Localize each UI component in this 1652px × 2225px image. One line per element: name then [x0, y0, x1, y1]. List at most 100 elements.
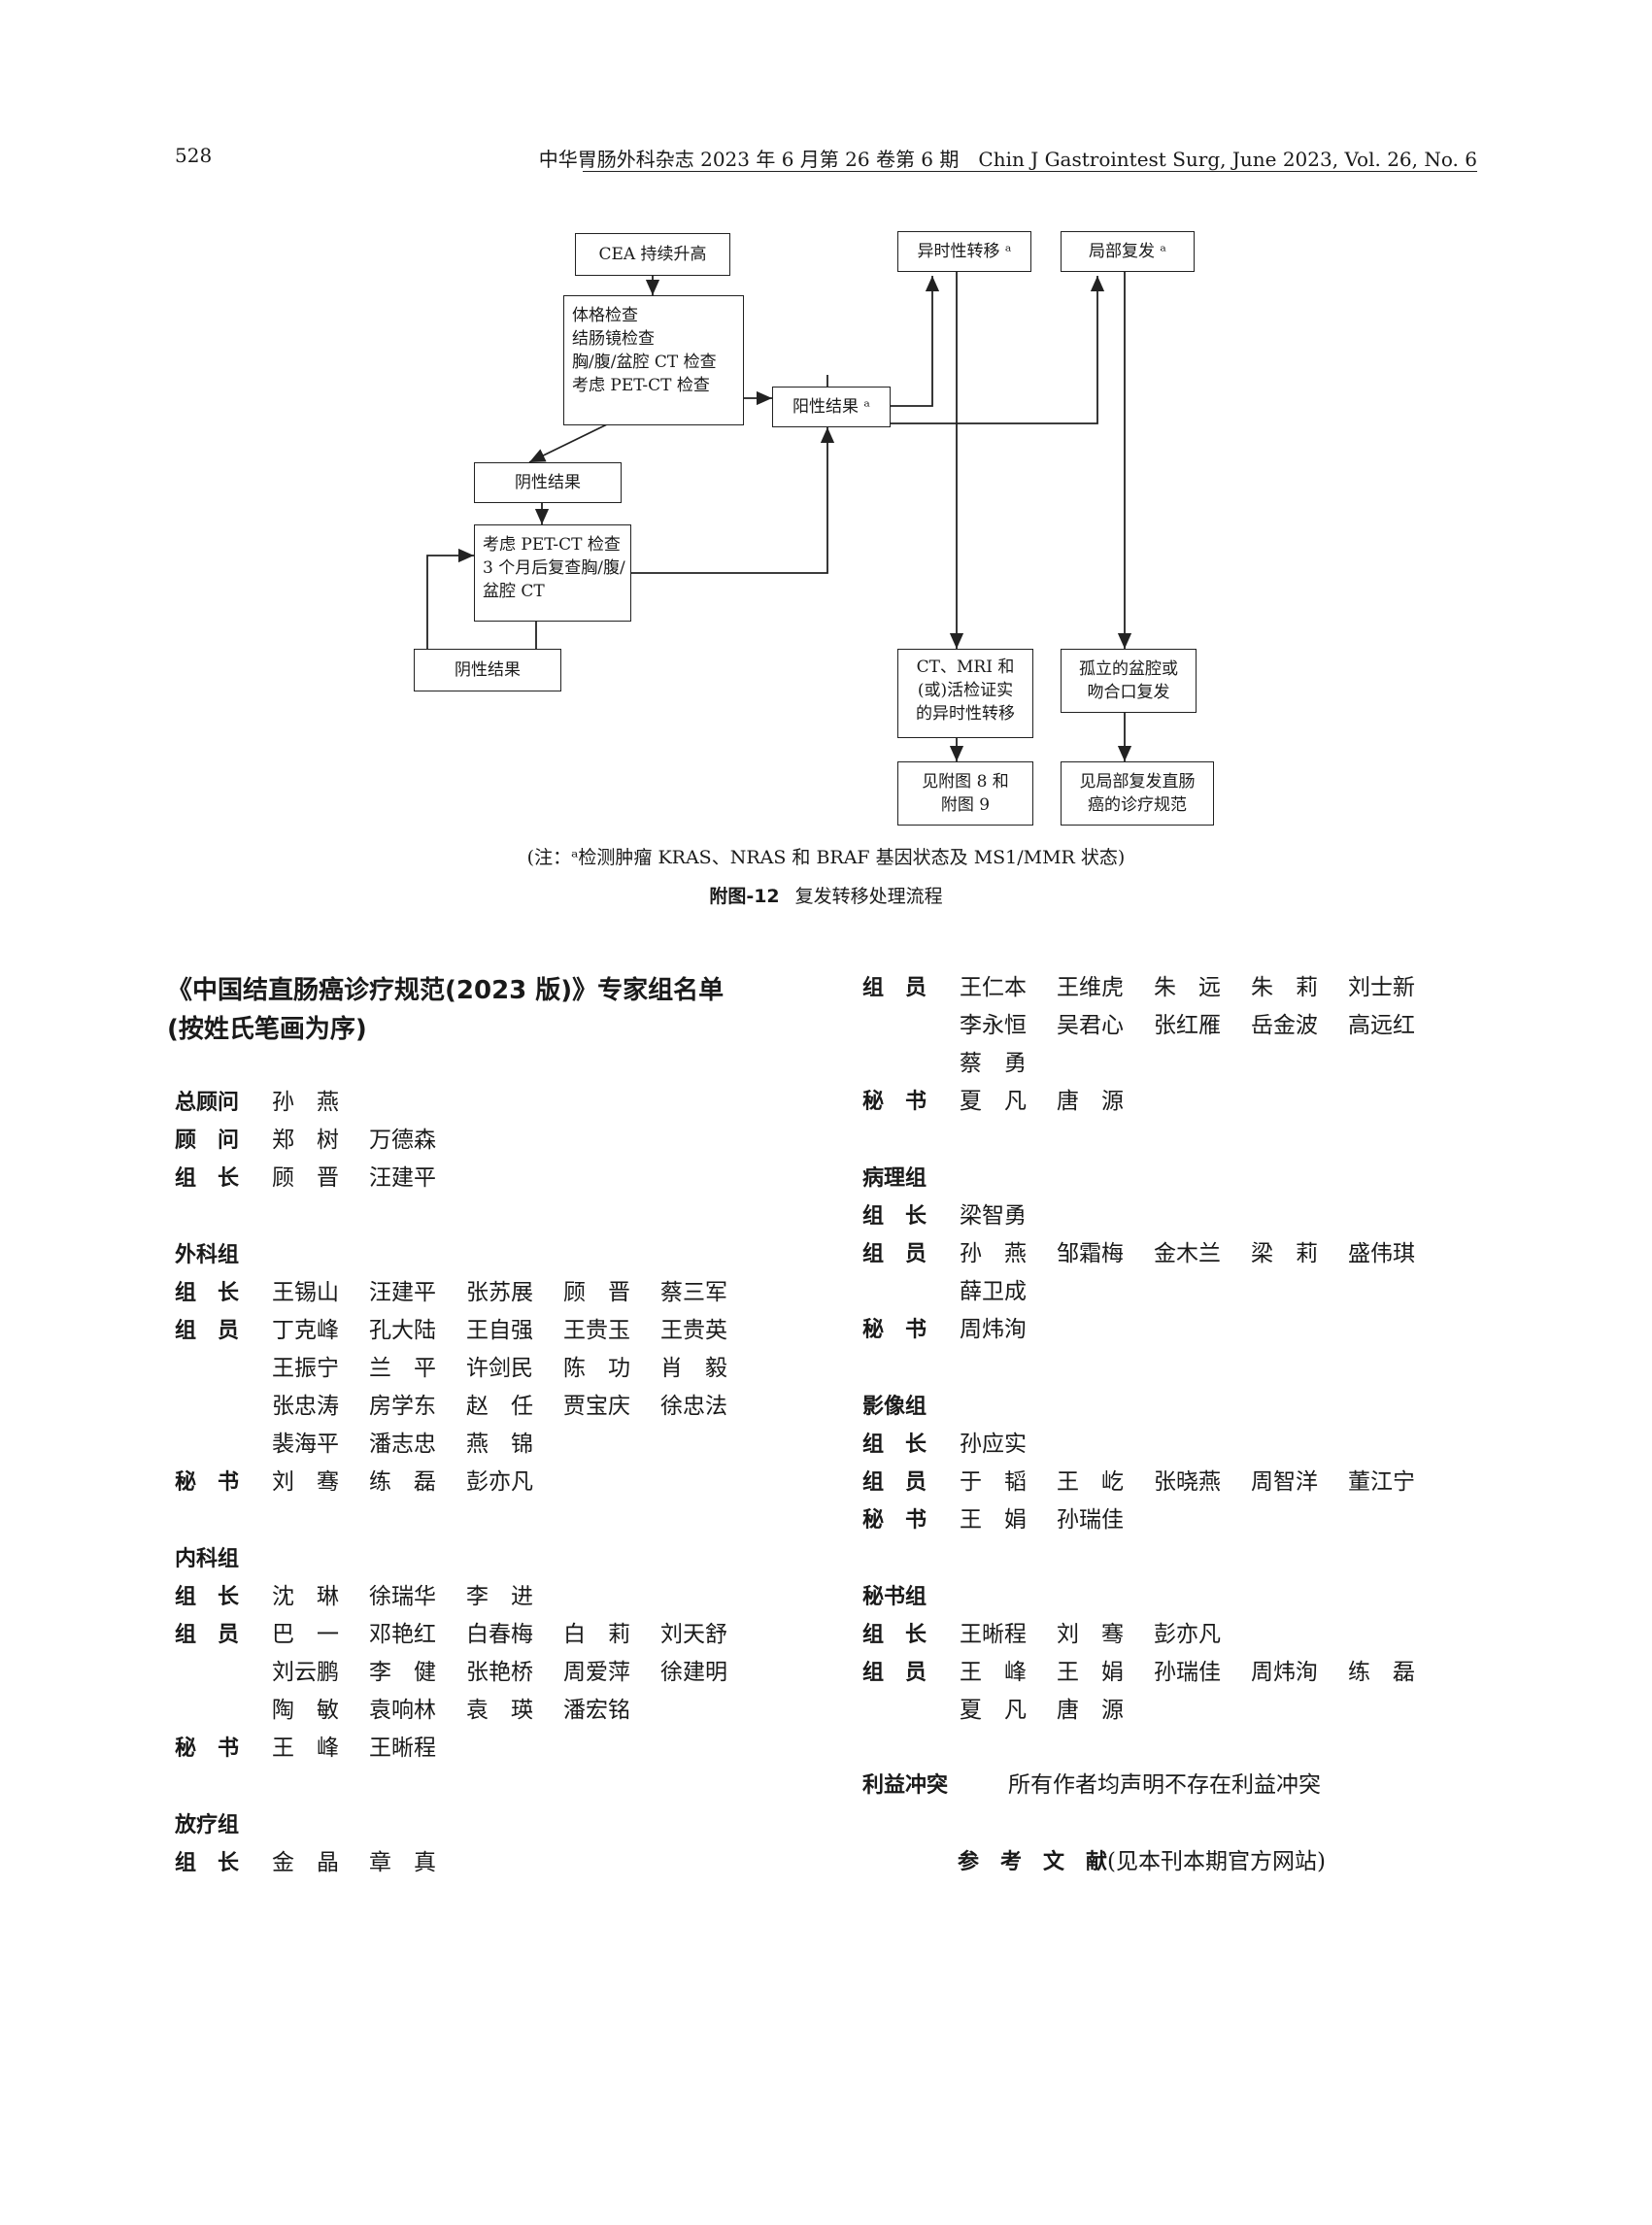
- exam-line: 结肠镜检查: [572, 329, 655, 349]
- member-name: 周炜洵: [960, 1317, 1027, 1342]
- exam-line: 胸/腹/盆腔 CT 检查: [572, 353, 717, 372]
- member-role: 组 员: [862, 1242, 927, 1266]
- member-name: 房学东: [369, 1394, 436, 1419]
- member-name: 岳金波: [1251, 1013, 1318, 1038]
- member-name: 顾 晋: [563, 1280, 630, 1305]
- flowchart-arrows: [426, 0, 1132, 761]
- box-metastasis: 异时性转移 ᵃ: [897, 231, 1031, 272]
- member-row: 秘 书刘 骞练 磊彭亦凡: [175, 1464, 777, 1501]
- see-local-line: 见局部复发直肠: [1079, 772, 1196, 792]
- box-cea: CEA 持续升高: [575, 233, 730, 276]
- member-name: 徐瑞华: [369, 1584, 436, 1609]
- member-name: 练 磊: [369, 1469, 436, 1495]
- member-name: 巴 一: [272, 1622, 339, 1647]
- box-petct: 考虑 PET-CT 检查 3 个月后复查胸/腹/ 盆腔 CT: [474, 524, 631, 622]
- box-positive: 阳性结果 ᵃ: [772, 387, 891, 427]
- member-name: 唐 源: [1057, 1089, 1124, 1114]
- member-names: 王晰程刘 骞彭亦凡: [960, 1616, 1445, 1654]
- member-names: 孙 燕: [272, 1084, 758, 1122]
- member-name: 陶 敏: [272, 1698, 339, 1723]
- member-role: 秘 书: [862, 1508, 927, 1533]
- member-name: 章 真: [369, 1850, 436, 1875]
- member-role: 组 长: [862, 1623, 927, 1647]
- box-confirmed-metastasis: CT、MRI 和 (或)活检证实 的异时性转移: [897, 649, 1033, 738]
- member-name: 刘云鹏: [272, 1660, 339, 1685]
- member-role: 秘 书: [175, 1470, 240, 1495]
- member-role: 组 长: [862, 1204, 927, 1229]
- member-role: 组 长: [175, 1851, 240, 1875]
- left-column: 《中国结直肠癌诊疗规范(2023 版)》专家组名单 (按姓氏笔画为序) 总顾问孙…: [167, 971, 777, 1921]
- member-name: 王贵玉: [563, 1318, 630, 1343]
- member-name: 徐建明: [660, 1660, 727, 1685]
- group-section: 影像组组 长孙应实组 员于 韬王 屹张晓燕周智洋董江宁秘 书王 娟孙瑞佳: [862, 1388, 1484, 1539]
- member-names: 郑 树万德森: [272, 1122, 758, 1160]
- box-local-recurrence: 局部复发 ᵃ: [1061, 231, 1195, 272]
- member-role: 总顾问: [175, 1091, 240, 1115]
- member-role: 秘 书: [862, 1090, 927, 1114]
- member-name: 许剑民: [466, 1356, 533, 1381]
- member-names: 周炜洵: [960, 1311, 1445, 1349]
- flowchart: CEA 持续升高 体格检查 结肠镜检查 胸/腹/盆腔 CT 检查 考虑 PET-…: [0, 0, 1652, 874]
- member-name: 夏 凡: [960, 1698, 1027, 1723]
- member-name: 邹霜梅: [1057, 1241, 1124, 1266]
- group-heading: 外科组: [175, 1243, 240, 1267]
- member-name: 刘士新: [1348, 975, 1415, 1000]
- member-names: 夏 凡唐 源: [960, 1083, 1445, 1121]
- member-name: 袁 瑛: [466, 1698, 533, 1723]
- member-row: 组 员丁克峰孔大陆王自强王贵玉王贵英王振宁兰 平许剑民陈 功肖 毅张忠涛房学东赵…: [175, 1312, 777, 1464]
- member-name: 孙瑞佳: [1057, 1507, 1124, 1533]
- box-isolated-recurrence: 孤立的盆腔或 吻合口复发: [1061, 649, 1197, 713]
- member-name: 张晓燕: [1154, 1469, 1221, 1495]
- member-name: 丁克峰: [272, 1318, 339, 1343]
- member-row: 组 员巴 一邓艳红白春梅白 莉刘天舒刘云鹏李 健张艳桥周爱萍徐建明陶 敏袁响林袁…: [175, 1616, 777, 1730]
- right-column: 组 员王仁本王维虎朱 远朱 莉刘士新李永恒吴君心张红雁岳金波高远红蔡 勇秘 书夏…: [862, 969, 1484, 1881]
- member-name: 顾 晋: [272, 1165, 339, 1191]
- member-name: 彭亦凡: [1154, 1622, 1221, 1647]
- group-heading: 影像组: [862, 1395, 927, 1419]
- member-row: 组 长王锡山汪建平张苏展顾 晋蔡三军: [175, 1274, 777, 1312]
- member-names: 王 娟孙瑞佳: [960, 1501, 1445, 1539]
- member-name: 刘天舒: [660, 1622, 727, 1647]
- member-role: 组 员: [175, 1623, 240, 1647]
- group-heading: 病理组: [862, 1166, 927, 1191]
- member-name: 白 莉: [563, 1622, 630, 1647]
- group-section: 病理组组 长梁智勇组 员孙 燕邹霜梅金木兰梁 莉盛伟琪薛卫成秘 书周炜洵: [862, 1160, 1484, 1349]
- member-name: 汪建平: [369, 1280, 436, 1305]
- box-exam: 体格检查 结肠镜检查 胸/腹/盆腔 CT 检查 考虑 PET-CT 检查: [563, 295, 744, 425]
- member-name: 吴君心: [1057, 1013, 1124, 1038]
- member-name: 夏 凡: [960, 1089, 1027, 1114]
- member-name: 彭亦凡: [466, 1469, 533, 1495]
- member-row: 顾 问郑 树万德森: [175, 1122, 777, 1160]
- member-name: 王锡山: [272, 1280, 339, 1305]
- member-names: 刘 骞练 磊彭亦凡: [272, 1464, 758, 1501]
- member-name: 王 娟: [1057, 1660, 1124, 1685]
- member-name: 陈 功: [563, 1356, 630, 1381]
- member-role: 秘 书: [175, 1736, 240, 1761]
- isolated-line: 孤立的盆腔或: [1079, 659, 1178, 679]
- exam-line: 体格检查: [572, 306, 638, 325]
- member-name: 王振宁: [272, 1356, 339, 1381]
- conflict-of-interest: 利益冲突 所有作者均声明不存在利益冲突: [862, 1767, 1484, 1804]
- member-name: 张红雁: [1154, 1013, 1221, 1038]
- member-name: 张艳桥: [466, 1660, 533, 1685]
- group-heading: 放疗组: [175, 1813, 240, 1837]
- member-name: 袁响林: [369, 1698, 436, 1723]
- group-section: 秘书组组 长王晰程刘 骞彭亦凡组 员王 峰王 娟孙瑞佳周炜洵练 磊夏 凡唐 源: [862, 1578, 1484, 1730]
- petct-line: 盆腔 CT: [483, 582, 545, 601]
- member-names: 巴 一邓艳红白春梅白 莉刘天舒刘云鹏李 健张艳桥周爱萍徐建明陶 敏袁响林袁 瑛潘…: [272, 1616, 758, 1730]
- member-name: 李 健: [369, 1660, 436, 1685]
- member-names: 孙应实: [960, 1426, 1445, 1464]
- member-name: 张忠涛: [272, 1394, 339, 1419]
- member-name: 白春梅: [466, 1622, 533, 1647]
- member-name: 唐 源: [1057, 1698, 1124, 1723]
- member-name: 金 晶: [272, 1850, 339, 1875]
- conflict-label: 利益冲突: [862, 1773, 949, 1798]
- exam-line: 考虑 PET-CT 检查: [572, 376, 710, 395]
- member-role: 组 员: [175, 1319, 240, 1343]
- box-see-local-guideline: 见局部复发直肠 癌的诊疗规范: [1061, 761, 1214, 826]
- member-row: 秘 书周炜洵: [862, 1311, 1484, 1349]
- group-section: 外科组组 长王锡山汪建平张苏展顾 晋蔡三军组 员丁克峰孔大陆王自强王贵玉王贵英王…: [175, 1236, 777, 1501]
- member-name: 王 峰: [960, 1660, 1027, 1685]
- member-name: 王 峰: [272, 1736, 339, 1761]
- confirm-line: CT、MRI 和: [916, 657, 1015, 677]
